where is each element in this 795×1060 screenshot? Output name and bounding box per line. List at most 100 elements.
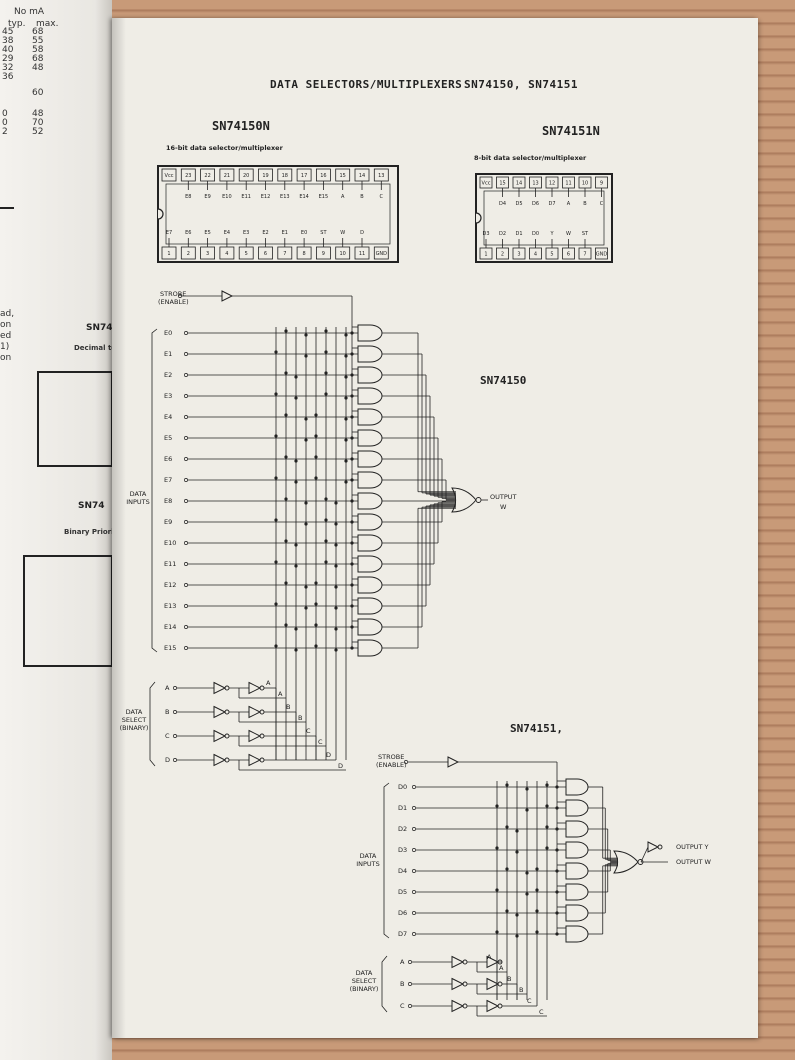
left-number-cell: 45 [2,27,13,37]
junction-dot [350,394,354,398]
buffer-gate [647,841,660,853]
and-gate [357,471,383,489]
junction-dot [350,457,354,461]
nor-gate [613,850,639,874]
chip-bottom-inner-label: ST [582,231,589,237]
chip-bottom-pin-label: GND [376,251,388,257]
chip-bottom-inner-label: E6 [185,230,191,236]
input-terminal [184,415,188,419]
select-line-bar-label: A [499,964,504,972]
data-input-label: E12 [164,581,176,589]
left-number-cell: 48 [32,63,44,73]
d151-select-label: DATA [356,969,373,977]
input-terminal [184,394,188,398]
buffer-gate [213,681,227,695]
chip-bottom-inner-label: D1 [515,231,522,237]
select-line-bar-label: C [539,1008,544,1016]
junction-dot [555,848,559,852]
chip-top-inner-label: B [583,201,587,207]
chip-top-inner-label: A [567,201,571,207]
left-number-cell: 48 [32,109,44,119]
inversion-bubble [657,844,663,850]
chip-notch [475,212,482,224]
chip-top-pin-label: Vcc [482,181,491,187]
select-terminal [173,686,177,690]
chip-bottom-inner-label: E3 [243,230,249,236]
and-gate [357,492,383,510]
d151-select-label: SELECT [352,977,376,985]
select-line-bar-label: B [298,714,302,722]
chip-bottom-pin [595,247,608,260]
and-gate [565,820,589,838]
buffer-gate [447,756,460,768]
d151-strobe-label: STROBE [378,753,404,761]
d151-output-y: OUTPUT Y [676,843,709,851]
chip-bottom-pin-label: 6 [264,251,267,257]
and-gate [357,387,383,405]
input-terminal [184,604,188,608]
left-number-cell: 36 [2,72,14,82]
chip-bottom-inner-label: E2 [262,230,268,236]
buffer-gate [221,290,234,302]
select-input-label: B [165,708,169,716]
junction-dot [350,604,354,608]
left-number-cell: 32 [2,63,13,73]
select-terminal [408,960,412,964]
chip-top-pin-label: 13 [378,173,384,179]
select-line-label: A [487,953,492,961]
input-terminal [412,932,416,936]
datasheet-page [112,18,758,1038]
chip-top-pin-label: 23 [185,173,191,179]
input-terminal [184,625,188,629]
data-input-label: D7 [398,930,407,938]
left-chip-a-sub: Decimal to B [74,344,112,352]
chip-bottom-inner-label: ST [320,230,327,236]
left-chip-b-sub: Binary Priori [64,528,112,536]
chip-bottom-pin-label: 1 [484,252,487,258]
data-input-label: D0 [398,783,407,791]
chip-bottom-inner-label: D0 [532,231,539,237]
chip-bottom-inner-label: E1 [282,230,288,236]
d150-select-label: SELECT [122,716,146,724]
data-input-label: D3 [398,846,407,854]
d151-select-label: (BINARY) [350,985,379,993]
input-terminal [184,478,188,482]
chip-bottom-inner-label: E4 [224,230,230,236]
left-number-cell: 55 [32,36,43,46]
buffer-gate [213,729,227,743]
junction-dot [350,436,354,440]
and-gate [357,450,383,468]
chip-top-inner-label: C [380,194,384,200]
chip-bottom-inner-label: E7 [166,230,172,236]
left-number-cell: 58 [32,45,44,55]
chip-bottom-inner-label: D [360,230,364,236]
junction-dot [350,520,354,524]
and-gate [357,429,383,447]
junction-dot [350,352,354,356]
input-terminal [184,331,188,335]
junction-dot [555,890,559,894]
junction-dot [350,625,354,629]
chip-top-pin-label: 15 [340,173,346,179]
input-terminal [184,373,188,377]
junction-dot [350,646,354,650]
select-input-label: B [400,980,404,988]
chip-top-inner-label: E9 [204,194,210,200]
left-number-cell: 60 [32,88,44,98]
chip-bottom-pin-label: 2 [187,251,190,257]
chip-top-inner-label: D4 [499,201,506,207]
select-terminal [408,1004,412,1008]
select-input-label: C [400,1002,405,1010]
left-number-cell: 68 [32,54,44,64]
data-input-label: E14 [164,623,176,631]
chip-bottom-pin-label: 11 [359,251,365,257]
chip-top-pin-label: 14 [516,181,522,187]
strobe-terminal [404,760,408,764]
inversion-bubble [475,497,482,503]
left-number-cell: 70 [32,118,44,128]
and-gate [357,639,383,657]
and-gate [357,597,383,615]
